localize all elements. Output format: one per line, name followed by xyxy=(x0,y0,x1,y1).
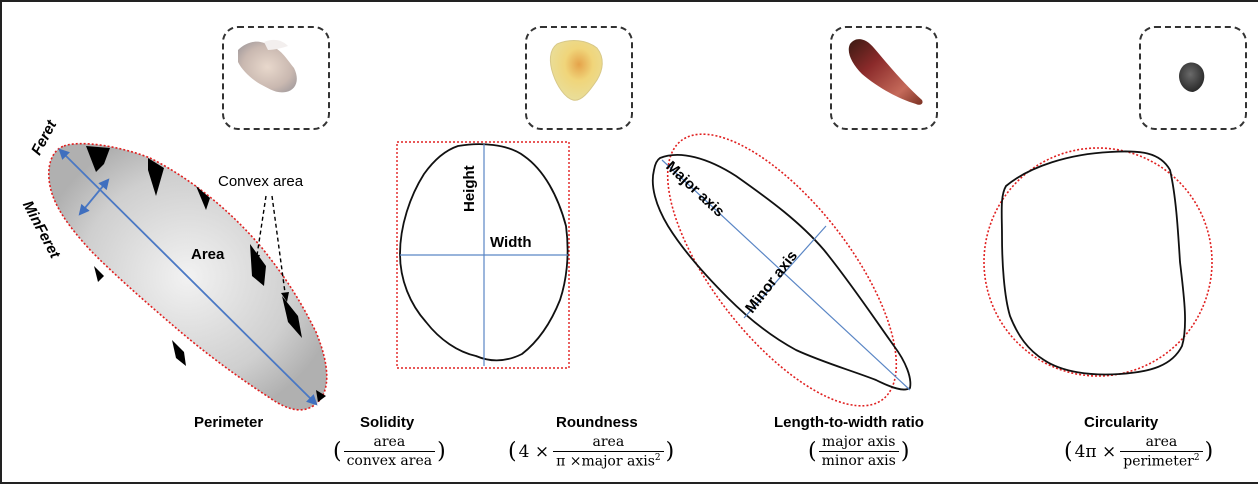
dark-seed-photo-icon xyxy=(1179,62,1205,92)
roundness-prefix: 4 × xyxy=(518,441,550,462)
area-label: Area xyxy=(191,246,225,263)
circularity-denominator: perimeter xyxy=(1123,453,1194,470)
roundness-denominator: π ×major axis xyxy=(556,453,655,470)
circle-panel xyxy=(983,147,1213,377)
ltw-denominator: minor axis xyxy=(818,451,899,469)
length-to-width-title: Length-to-width ratio xyxy=(774,414,924,431)
height-label: Height xyxy=(461,165,478,212)
circularity-numerator: area xyxy=(1145,434,1178,450)
red-seed-photo-icon xyxy=(848,39,923,105)
circularity-prefix: 4π × xyxy=(1074,441,1117,462)
circularity-title: Circularity xyxy=(1084,414,1159,431)
thumbnail-yellow-seed xyxy=(525,26,633,130)
thumbnail-white-seed xyxy=(222,26,330,130)
thumbnail-dark-seed xyxy=(1139,26,1247,130)
bounding-box xyxy=(396,141,570,369)
roundness-title: Roundness xyxy=(556,414,638,431)
roundness-exponent: 2 xyxy=(654,453,661,463)
perimeter-label: Perimeter xyxy=(194,414,264,431)
fitted-ellipse xyxy=(666,133,898,407)
thumbnail-red-seed xyxy=(830,26,938,130)
width-label: Width xyxy=(490,234,532,251)
white-seed-photo-icon xyxy=(238,39,297,93)
bounding-box-panel xyxy=(396,141,570,369)
convex-area-pointers xyxy=(252,195,289,302)
roundness-numerator: area xyxy=(592,434,625,450)
solidity-numerator: area xyxy=(373,434,406,450)
convex-area-label: Convex area xyxy=(218,173,304,190)
elongated-grain-outline xyxy=(651,154,912,391)
fitted-circle xyxy=(983,147,1213,377)
major-axis-line xyxy=(661,159,911,391)
round-grain-outline xyxy=(1000,150,1186,376)
minferet-line xyxy=(78,178,110,216)
yellow-seed-photo-icon xyxy=(549,40,603,101)
solidity-denominator: convex area xyxy=(343,451,436,469)
ellipse-panel xyxy=(651,133,912,407)
solidity-title: Solidity xyxy=(360,414,415,431)
ltw-numerator: major axis xyxy=(821,434,896,450)
minor-axis-line xyxy=(743,225,827,319)
circularity-exponent: 2 xyxy=(1193,453,1200,463)
